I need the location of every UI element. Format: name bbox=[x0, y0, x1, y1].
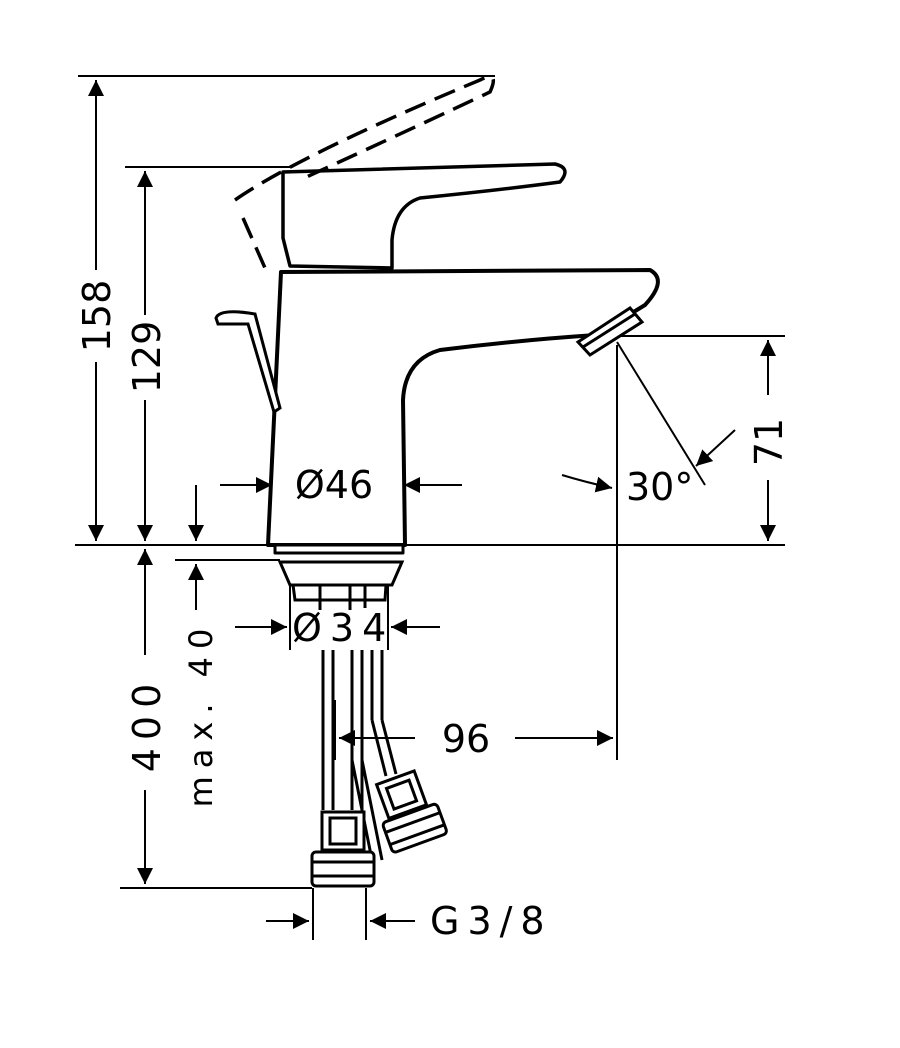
faucet-body bbox=[266, 162, 660, 555]
dim-spray-angle: 30° bbox=[561, 341, 736, 509]
label-connection-thread: G3/8 bbox=[430, 899, 553, 943]
reference-lines bbox=[75, 75, 785, 940]
supply-hoses bbox=[321, 650, 398, 861]
dim-mount-hole-diameter: Ø34 bbox=[235, 606, 440, 650]
dim-total-height: 158 bbox=[75, 80, 119, 541]
label-body-height: 129 bbox=[125, 321, 169, 394]
mounting-fitting bbox=[277, 560, 405, 610]
dim-body-diameter: Ø46 bbox=[220, 463, 462, 507]
dim-body-height: 129 bbox=[125, 171, 169, 541]
label-total-height: 158 bbox=[75, 280, 119, 353]
hose-connector-angled bbox=[374, 768, 448, 854]
label-spray-angle: 30° bbox=[626, 465, 693, 509]
aerator bbox=[575, 306, 645, 357]
label-spout-height: 71 bbox=[747, 418, 791, 466]
lever-open-position-dashed bbox=[234, 75, 496, 269]
hose-connector-straight bbox=[310, 810, 376, 888]
label-mount-hole-diameter: Ø34 bbox=[292, 606, 394, 650]
label-spout-reach: 96 bbox=[442, 717, 490, 761]
dim-max-counter-thickness: max. 40 bbox=[182, 485, 220, 807]
label-body-diameter: Ø46 bbox=[295, 463, 373, 507]
dim-spout-reach: 96 bbox=[339, 717, 613, 761]
dim-connection-thread: G3/8 bbox=[266, 899, 553, 943]
dim-hose-length: 400 bbox=[125, 549, 169, 884]
label-max-counter-thickness: max. 40 bbox=[182, 621, 220, 808]
dim-spout-height: 71 bbox=[747, 340, 791, 541]
pop-up-rod bbox=[214, 310, 282, 415]
label-hose-length: 400 bbox=[125, 676, 169, 773]
